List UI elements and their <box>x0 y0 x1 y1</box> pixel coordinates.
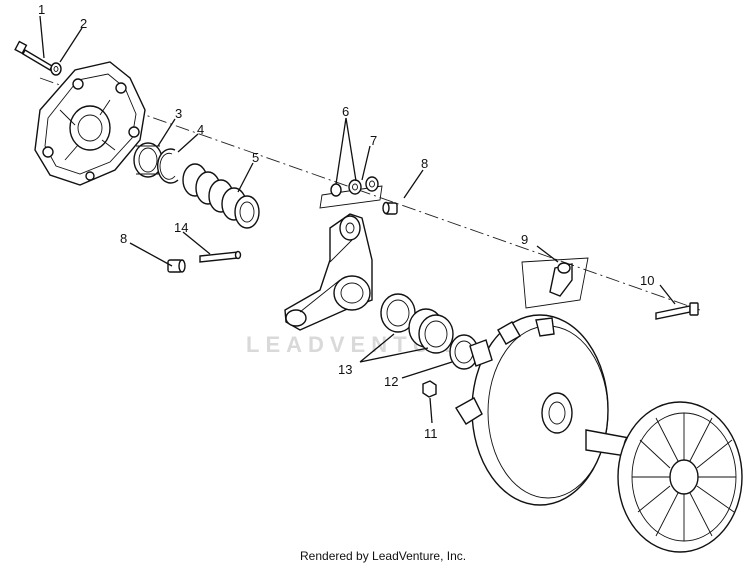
callout-5: 5 <box>252 150 259 165</box>
part-3-bushing[interactable] <box>133 142 163 178</box>
moveable-sheave[interactable] <box>455 314 609 506</box>
part-9-weight[interactable] <box>521 257 589 309</box>
part-8-cap-right[interactable] <box>382 201 398 215</box>
part-6-rollers[interactable] <box>319 179 383 209</box>
part-2-washer[interactable] <box>50 62 62 76</box>
callout-11: 11 <box>424 426 438 441</box>
leader-lines <box>39 15 676 424</box>
callout-12: 12 <box>384 374 398 389</box>
callout-3: 3 <box>175 106 182 121</box>
part-4-snap-ring[interactable] <box>156 148 179 184</box>
callout-labels: 1 2 3 4 5 6 7 8 8 9 10 11 12 13 14 <box>38 2 654 441</box>
callout-13: 13 <box>338 362 352 377</box>
cover-plate[interactable] <box>34 61 146 186</box>
part-14-pin[interactable] <box>199 250 242 263</box>
callout-1: 1 <box>38 2 45 17</box>
callout-9: 9 <box>521 232 528 247</box>
callout-8-right: 8 <box>421 156 428 171</box>
callout-4: 4 <box>197 122 204 137</box>
part-13-bearings[interactable] <box>380 293 454 354</box>
part-7-washer[interactable] <box>365 176 379 192</box>
part-1-bolt[interactable] <box>14 40 53 71</box>
footer-credit: Rendered by LeadVenture, Inc. <box>300 549 466 563</box>
callout-10: 10 <box>640 273 654 288</box>
fixed-sheave[interactable] <box>617 401 743 553</box>
center-axis <box>39 77 701 311</box>
callout-7: 7 <box>370 133 377 148</box>
part-11-nut[interactable] <box>422 380 437 398</box>
callout-14: 14 <box>174 220 188 235</box>
callout-6: 6 <box>342 104 349 119</box>
callout-2: 2 <box>80 16 87 31</box>
part-5-spring[interactable] <box>182 163 260 229</box>
callout-8-left: 8 <box>120 231 127 246</box>
spider-arm[interactable] <box>284 213 373 331</box>
part-10-bolt[interactable] <box>655 302 699 320</box>
part-8-cap-left[interactable] <box>167 259 186 273</box>
